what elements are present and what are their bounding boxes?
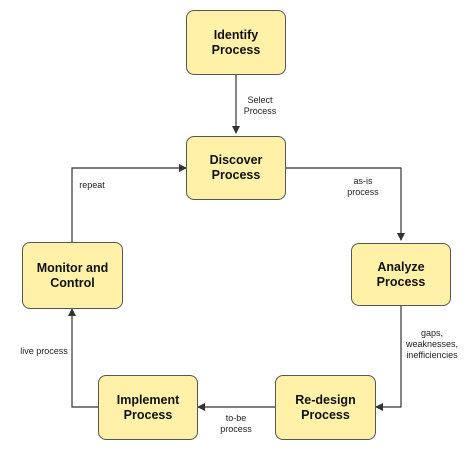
label-as-is-process: as-is process	[347, 176, 379, 197]
label-select-process: Select Process	[243, 95, 277, 116]
node-discover-process: Discover Process	[186, 136, 286, 200]
label-live-process: live process	[20, 346, 68, 356]
label-gaps-weaknesses: gaps, weaknesses, inefficiencies	[405, 328, 459, 360]
node-monitor-and-control: Monitor and Control	[22, 242, 123, 309]
label-repeat: repeat	[79, 180, 105, 190]
edge-monitor-discover	[71, 164, 187, 242]
label-to-be-process: to-be process	[220, 413, 252, 434]
node-implement-process: Implement Process	[98, 375, 198, 440]
edge-analyze-redesign	[375, 306, 402, 411]
edge-discover-analyze	[286, 167, 405, 241]
node-identify-process: Identify Process	[186, 10, 286, 75]
edge-implement-monitor	[68, 308, 98, 408]
node-analyze-process: Analyze Process	[351, 243, 451, 306]
node-redesign-process: Re-design Process	[275, 375, 376, 440]
